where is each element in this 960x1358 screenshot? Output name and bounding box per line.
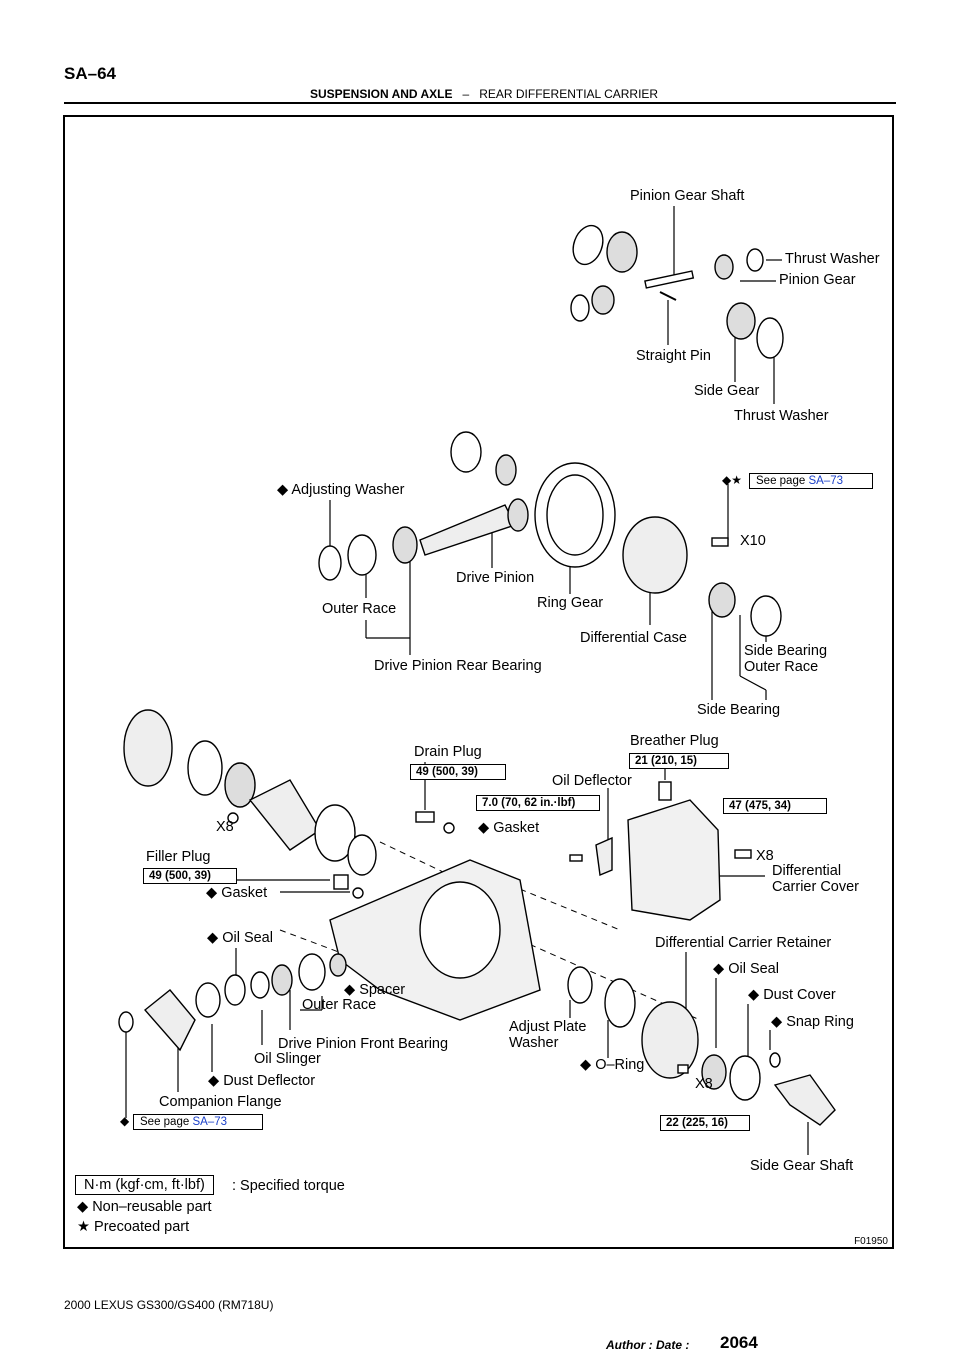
torque-filler-plug: 49 (500, 39)	[143, 868, 237, 884]
torque-oil-deflector: 7.0 (70, 62 in.·lbf)	[476, 795, 600, 811]
label-straight-pin: Straight Pin	[636, 348, 711, 364]
legend-precoated: ★ Precoated part	[77, 1219, 190, 1235]
label-drive-pinion: Drive Pinion	[456, 570, 535, 586]
non-reusable-mark: ◆	[344, 982, 356, 998]
label-thrust-washer-bottom: Thrust Washer	[734, 408, 829, 424]
label-differential-case: Differential Case	[580, 630, 687, 646]
label-x10: X10	[740, 533, 766, 549]
non-reusable-mark: ◆	[206, 885, 218, 901]
see-page-link[interactable]: SA–73	[192, 1116, 227, 1128]
figure-id: F01950	[854, 1236, 888, 1247]
label-breather-plug: Breather Plug	[630, 733, 719, 749]
label-spacer: ◆ Spacer	[344, 982, 406, 998]
label-pinion-gear: Pinion Gear	[779, 272, 856, 288]
label-side-gear-shaft: Side Gear Shaft	[750, 1158, 854, 1174]
marks-bottom: ◆	[120, 1114, 130, 1128]
precoated-mark: ★	[731, 473, 742, 487]
label-differential-carrier-retainer: Differential Carrier Retainer	[655, 935, 832, 951]
label-gasket-filler: ◆ Gasket	[206, 885, 268, 901]
legend-torque-desc: : Specified torque	[232, 1178, 345, 1194]
label-pinion-gear-shaft: Pinion Gear Shaft	[630, 188, 745, 204]
label-drain-plug: Drain Plug	[414, 744, 482, 760]
diagram-frame	[63, 115, 894, 1249]
label-gasket-drain: ◆ Gasket	[478, 820, 540, 836]
label-oil-seal-front: ◆ Oil Seal	[207, 930, 273, 946]
non-reusable-mark: ◆	[77, 1199, 89, 1215]
torque-breather-plug: 21 (210, 15)	[629, 753, 729, 769]
footer-author-date: Author : Date :	[606, 1338, 690, 1352]
non-reusable-mark: ◆	[748, 987, 760, 1003]
torque-drain-plug: 49 (500, 39)	[410, 764, 506, 780]
label-side-gear: Side Gear	[694, 383, 760, 399]
section-name: SUSPENSION AND AXLE	[310, 87, 453, 101]
non-reusable-mark: ◆	[580, 1057, 592, 1073]
label-side-bearing: Side Bearing	[697, 702, 781, 718]
legend-non-reusable: ◆ Non–reusable part	[77, 1199, 212, 1215]
non-reusable-mark: ◆	[277, 482, 289, 498]
non-reusable-mark: ◆	[207, 930, 219, 946]
label-dust-deflector: ◆ Dust Deflector	[208, 1073, 316, 1089]
marks-top: ◆★	[722, 473, 742, 487]
see-page-link[interactable]: SA–73	[808, 475, 843, 487]
see-page-ref-top[interactable]: See page SA–73	[749, 473, 873, 489]
footer-model: 2000 LEXUS GS300/GS400 (RM718U)	[64, 1298, 274, 1312]
torque-retainer-bolt: 22 (225, 16)	[660, 1115, 750, 1131]
label-outer-race-rear: Outer Race	[322, 601, 397, 617]
header-rule	[64, 102, 896, 104]
label-oil-seal-side: ◆ Oil Seal	[713, 961, 779, 977]
section-separator: –	[462, 87, 470, 101]
see-page-ref-bottom[interactable]: See page SA–73	[133, 1114, 263, 1130]
non-reusable-mark: ◆	[722, 473, 732, 487]
precoated-mark: ★	[77, 1219, 90, 1235]
torque-cover-bolt: 47 (475, 34)	[723, 798, 827, 814]
non-reusable-mark: ◆	[208, 1073, 220, 1089]
label-companion-flange: Companion Flange	[159, 1094, 282, 1110]
label-adjusting-washer: ◆ Adjusting Washer	[277, 482, 405, 498]
label-ring-gear: Ring Gear	[537, 595, 604, 611]
label-oil-deflector: Oil Deflector	[552, 773, 632, 789]
label-filler-plug: Filler Plug	[146, 849, 211, 865]
label-x8-cover: X8	[756, 848, 774, 864]
non-reusable-mark: ◆	[478, 820, 490, 836]
page-code: SA–64	[64, 64, 116, 83]
footer-page-number: 2064	[720, 1333, 758, 1352]
label-drive-pinion-rear-bearing: Drive Pinion Rear Bearing	[374, 658, 542, 674]
label-drive-pinion-front-bearing: Drive Pinion Front Bearing	[278, 1036, 449, 1052]
section-title: SUSPENSION AND AXLE – REAR DIFFERENTIAL …	[310, 87, 658, 101]
label-thrust-washer-top: Thrust Washer	[785, 251, 880, 267]
label-dust-cover: ◆ Dust Cover	[748, 987, 836, 1003]
non-reusable-mark: ◆	[713, 961, 725, 977]
label-oil-slinger: Oil Slinger	[254, 1051, 321, 1067]
label-snap-ring: ◆ Snap Ring	[771, 1014, 854, 1030]
label-o-ring: ◆ O–Ring	[580, 1057, 645, 1073]
label-outer-race-front: Outer Race	[302, 997, 377, 1013]
subsection-name: REAR DIFFERENTIAL CARRIER	[479, 87, 659, 101]
legend-torque-unit: N·m (kgf·cm, ft·lbf)	[75, 1175, 214, 1195]
non-reusable-mark: ◆	[771, 1014, 783, 1030]
label-x8-left: X8	[216, 819, 234, 835]
label-x8-retainer: X8	[695, 1076, 713, 1092]
